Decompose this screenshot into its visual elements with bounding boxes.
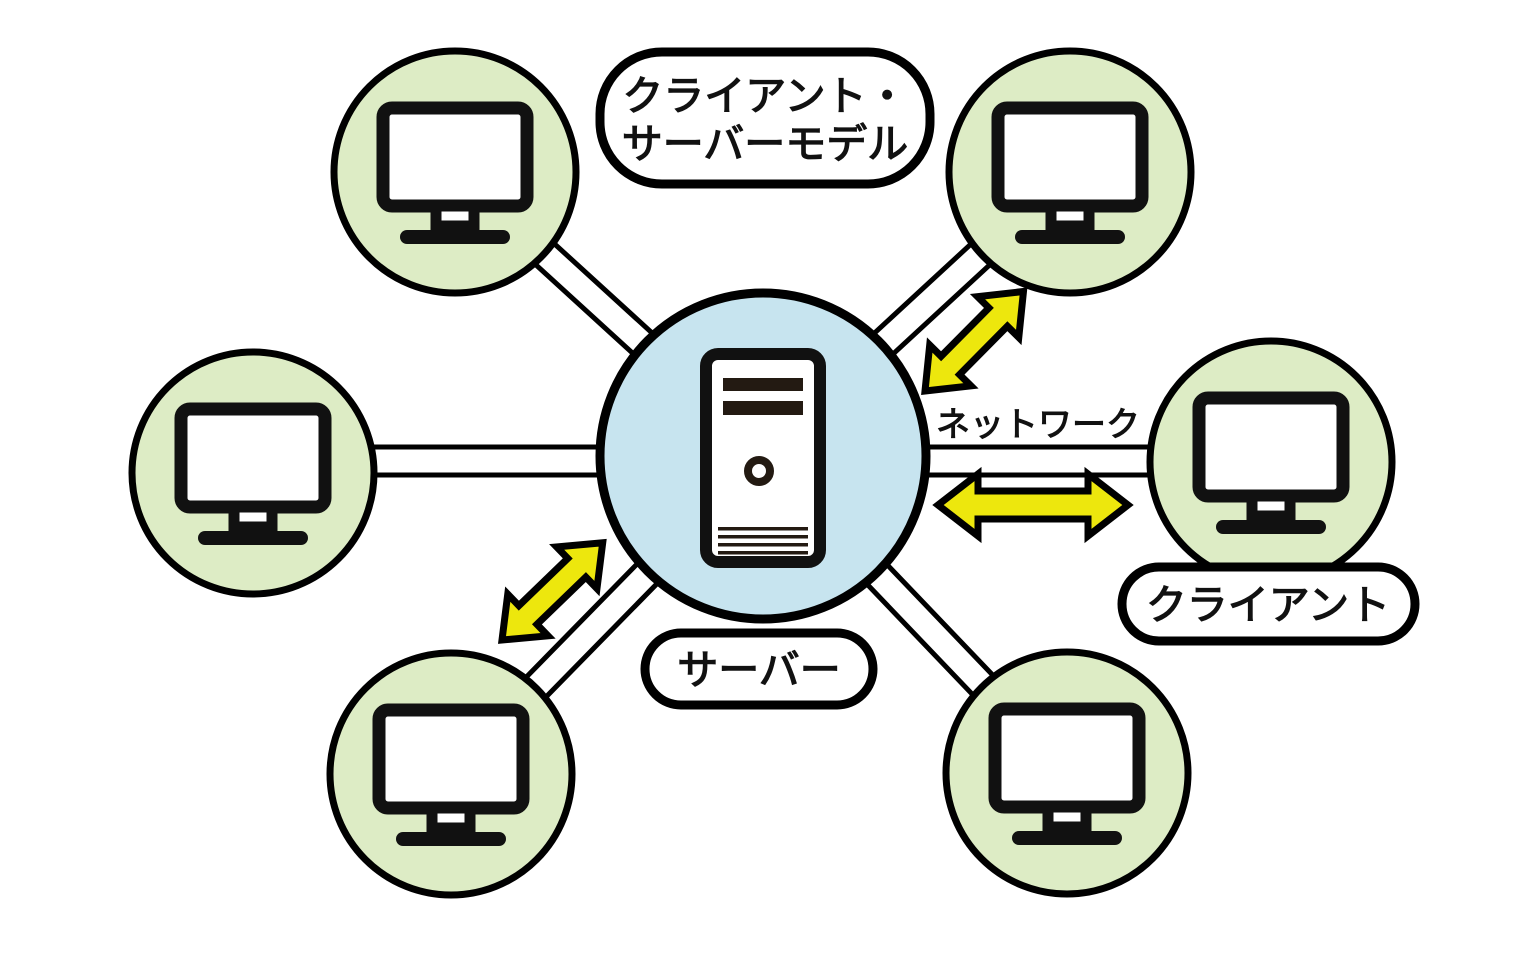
client-node-bottom-right bbox=[942, 648, 1192, 898]
client-pill bbox=[1117, 562, 1420, 646]
title-label: クライアント・ サーバーモデル bbox=[595, 47, 935, 189]
title-line1: クライアント・ bbox=[622, 73, 907, 119]
client-label-text: クライアント bbox=[1146, 582, 1390, 628]
network-label: ネットワーク bbox=[936, 406, 1140, 444]
server-pill bbox=[640, 628, 878, 710]
server-node bbox=[595, 288, 931, 624]
client-node-bottom-left bbox=[326, 649, 576, 899]
client-label: クライアント bbox=[1117, 562, 1420, 646]
client-node-middle-left bbox=[128, 348, 378, 598]
client-node-top-left bbox=[330, 47, 580, 297]
server-label-text: サーバー bbox=[677, 647, 841, 693]
client-node-top-right bbox=[945, 47, 1195, 297]
title-pill bbox=[595, 47, 935, 189]
two-way-arrow-right bbox=[938, 474, 1128, 536]
title-line2: サーバーモデル bbox=[622, 121, 909, 167]
client-node-middle-right bbox=[1146, 337, 1396, 587]
server-label: サーバー bbox=[640, 628, 878, 710]
server-tower-icon bbox=[706, 354, 820, 562]
